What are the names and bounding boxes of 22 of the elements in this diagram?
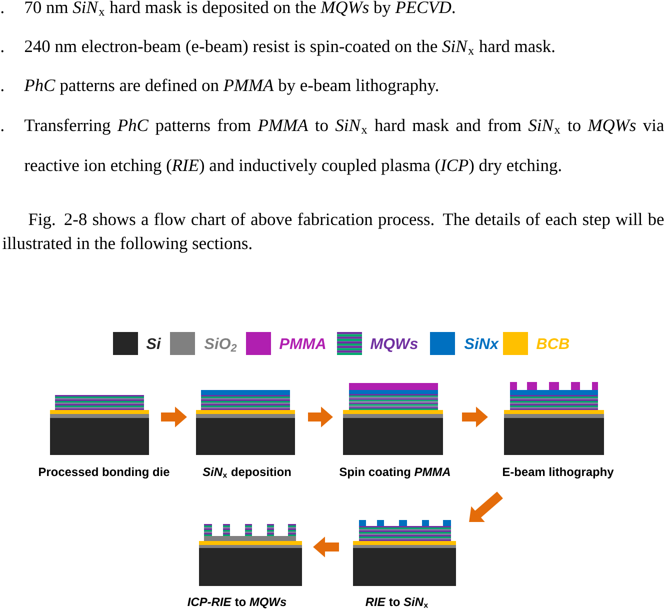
step-caption: Spin coating PMMA [340,467,450,479]
legend-label: BCB [536,338,570,350]
list-marker: . [1,89,4,92]
legend-label: SiO$_{2}$ [204,338,237,352]
list-item: 70 nm SiN$_{x}$ hard mask is deposited on the MQWs by PECVD. [25,0,455,17]
legend-label: SiNx [464,338,500,350]
body-paragraph: Fig. 2-8 shows a flow chart of above fabrication process. The details of each step will be illustrated in the following sections. [2,212,664,253]
list-marker: . [1,11,4,14]
legend-label: PMMA [279,338,326,349]
list-item: 240 nm electron-beam (e-beam) resist is spin-coated on the SiN$_{x}$ hard mask. [24,40,554,56]
legend-label: Si [146,338,162,350]
block-arrow [469,492,503,522]
list-item: PhC patterns are defined on PMMA by e-beam lithography. [24,78,438,95]
step-caption: RIE to SiN$_{x}$ [366,597,428,608]
step-caption: ICP-RIE to MQWs [188,598,286,608]
step-caption: E-beam lithography [503,467,614,479]
step-caption: SiN$_{x}$ deposition [202,467,291,478]
legend-label: MQWs [370,338,418,352]
list-marker: . [1,129,4,132]
step-caption: Processed bonding die [39,467,170,479]
list-item: Transferring PhC patterns from PMMA to SiN$_{x}$ hard mask and from SiN$_{x}$ to MQWs via reactive ion etching (RIE) and inductively coupled plasma (ICP) dry etching. [24,118,664,175]
list-marker: . [1,50,4,52]
